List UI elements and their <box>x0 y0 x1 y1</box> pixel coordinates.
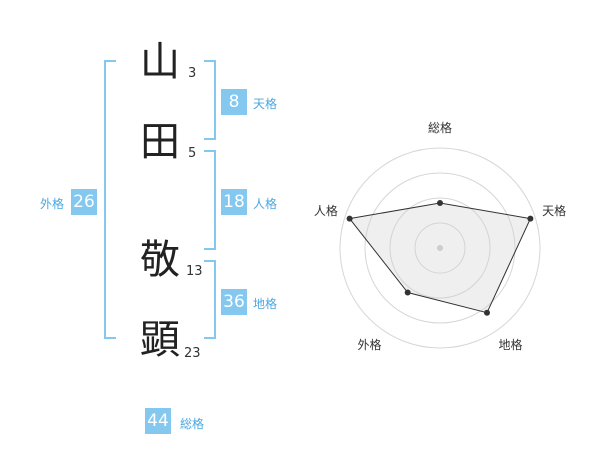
stroke-count-1: 3 <box>188 66 197 81</box>
radar-point <box>484 309 490 316</box>
tenkaku-score: 8 <box>221 89 247 115</box>
chikaku-score: 36 <box>221 289 247 315</box>
tenkaku-bracket <box>204 60 216 140</box>
radar-point <box>404 289 411 296</box>
jinkaku-label: 人格 <box>253 197 278 211</box>
radar-ring <box>339 147 541 349</box>
name-char-3: 敬 <box>140 237 180 283</box>
gaikaku-score: 26 <box>71 189 97 215</box>
radar-axis-label: 外格 <box>357 337 381 352</box>
gaikaku-label: 外格 <box>40 197 65 211</box>
radar-axis-label: 天格 <box>542 203 566 218</box>
radar-ring <box>389 197 491 299</box>
radar-point <box>437 200 443 206</box>
radar-series-polygon <box>348 202 532 314</box>
name-char-2: 田 <box>140 119 180 165</box>
stroke-count-4: 23 <box>184 346 201 361</box>
soukaku-label: 総格 <box>180 417 205 431</box>
radar-axis-label: 人格 <box>314 203 338 218</box>
radar-axis-label: 地格 <box>498 337 522 352</box>
radar-center-dot <box>437 245 443 251</box>
radar-point <box>346 215 353 222</box>
chikaku-label: 地格 <box>253 297 278 311</box>
chikaku-bracket <box>204 260 216 339</box>
name-char-4: 顕 <box>140 317 180 363</box>
stroke-count-2: 5 <box>188 146 197 161</box>
radar-ring <box>364 172 516 324</box>
radar-axis-label: 総格 <box>428 120 452 135</box>
radar-ring <box>414 222 466 274</box>
gaikaku-bracket <box>104 60 116 339</box>
stroke-count-3: 13 <box>186 264 203 279</box>
name-char-1: 山 <box>140 39 180 85</box>
soukaku-score: 44 <box>145 408 171 434</box>
tenkaku-label: 天格 <box>253 97 278 111</box>
jinkaku-score: 18 <box>221 189 247 215</box>
jinkaku-bracket <box>204 150 216 250</box>
radar-point <box>527 215 534 222</box>
radar-grid <box>339 147 541 349</box>
radar-points <box>346 200 534 316</box>
